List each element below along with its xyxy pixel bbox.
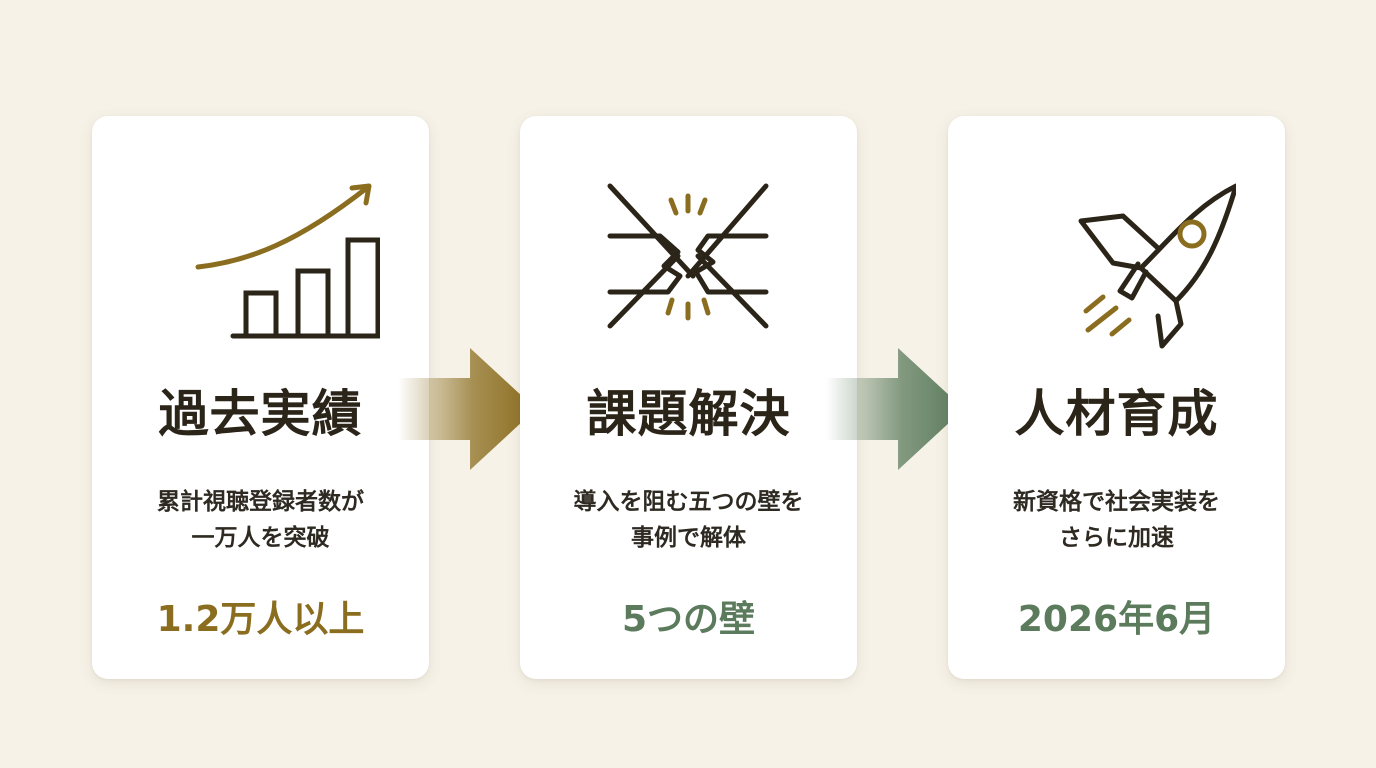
- card-description-line: 新資格で社会実装を: [1013, 489, 1220, 515]
- step-card-talent-development: 人材育成 新資格で社会実装を さらに加速 2026年6月: [948, 116, 1285, 679]
- card-description-line: 一万人を突破: [191, 525, 330, 551]
- card-highlight-value: 1.2万人以上: [156, 599, 365, 640]
- growth-chart-icon: [195, 183, 380, 339]
- card-title: 課題解決: [586, 384, 791, 443]
- card-description-line: 累計視聴登録者数が: [157, 489, 364, 515]
- card-description: 新資格で社会実装を さらに加速: [968, 484, 1265, 556]
- card-highlight-value: 5つの壁: [621, 599, 756, 640]
- card-description-line: 導入を阻む五つの壁を: [573, 489, 804, 515]
- card-description: 累計視聴登録者数が 一万人を突破: [112, 484, 409, 556]
- breaking-wall-icon: [607, 183, 769, 329]
- rocket-icon: [1078, 183, 1236, 349]
- card-highlight-value: 2026年6月: [1017, 599, 1216, 640]
- card-title: 人材育成: [1014, 384, 1219, 443]
- card-description-line: 事例で解体: [631, 525, 746, 551]
- card-description: 導入を阻む五つの壁を 事例で解体: [540, 484, 837, 556]
- arrow-right-icon: [398, 348, 536, 470]
- step-card-problem-solving: 課題解決 導入を阻む五つの壁を 事例で解体 5つの壁: [520, 116, 857, 679]
- card-title: 過去実績: [158, 384, 363, 443]
- step-card-past-results: 過去実績 累計視聴登録者数が 一万人を突破 1.2万人以上: [92, 116, 429, 679]
- card-description-line: さらに加速: [1059, 525, 1174, 551]
- arrow-right-icon: [826, 348, 964, 470]
